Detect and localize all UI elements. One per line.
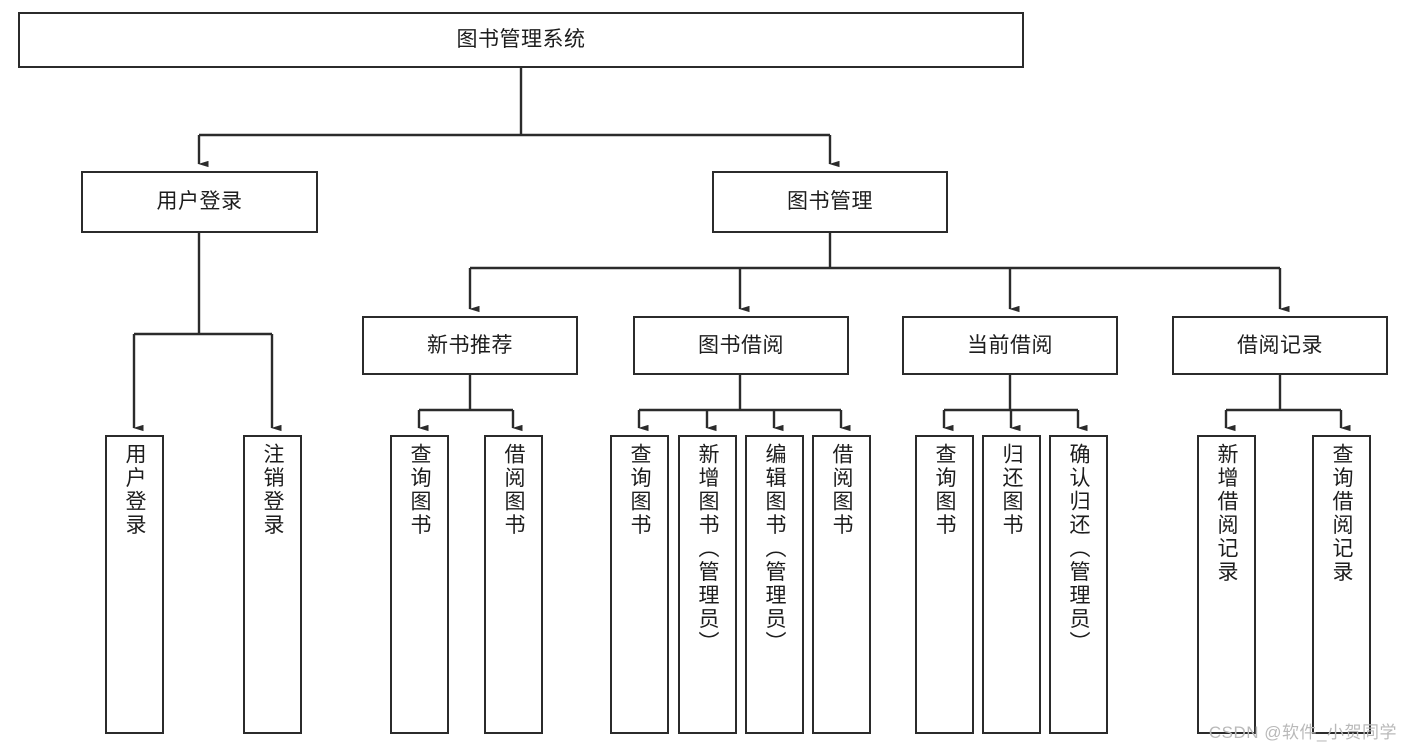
- node-root-system[interactable]: 图书管理系统: [18, 12, 1024, 68]
- leaf-book-borrow-1-label: 新增图书（管理员）: [696, 443, 719, 655]
- leaf-borrow-record-0-label: 新增借阅记录: [1215, 443, 1238, 584]
- leaf-borrow-record-1[interactable]: 查询借阅记录: [1312, 435, 1371, 734]
- leaf-current-borrow-1[interactable]: 归还图书: [982, 435, 1041, 734]
- leaf-user-login-1[interactable]: 注销登录: [243, 435, 302, 734]
- leaf-new-book-rec-0[interactable]: 查询图书: [390, 435, 449, 734]
- node-root-system-label: 图书管理系统: [456, 28, 586, 52]
- leaf-borrow-record-1-label: 查询借阅记录: [1330, 443, 1353, 584]
- leaf-borrow-record-0[interactable]: 新增借阅记录: [1197, 435, 1256, 734]
- leaf-current-borrow-0[interactable]: 查询图书: [915, 435, 974, 734]
- leaf-new-book-rec-1-label: 借阅图书: [502, 443, 525, 537]
- leaf-book-borrow-3[interactable]: 借阅图书: [812, 435, 871, 734]
- leaf-current-borrow-2[interactable]: 确认归还（管理员）: [1049, 435, 1108, 734]
- node-borrow-record-label: 借阅记录: [1237, 333, 1323, 357]
- leaf-user-login-0-label: 用户登录: [123, 443, 146, 537]
- node-user-login-label: 用户登录: [156, 190, 243, 214]
- leaf-book-borrow-0-label: 查询图书: [628, 443, 651, 537]
- leaf-book-borrow-2-label: 编辑图书（管理员）: [763, 443, 786, 655]
- node-book-borrow-label: 图书借阅: [698, 333, 784, 357]
- leaf-current-borrow-2-label: 确认归还（管理员）: [1067, 443, 1090, 655]
- leaf-user-login-0[interactable]: 用户登录: [105, 435, 164, 734]
- node-new-book-rec[interactable]: 新书推荐: [362, 316, 578, 375]
- leaf-user-login-1-label: 注销登录: [261, 443, 284, 537]
- leaf-current-borrow-0-label: 查询图书: [933, 443, 956, 537]
- leaf-new-book-rec-1[interactable]: 借阅图书: [484, 435, 543, 734]
- node-borrow-record[interactable]: 借阅记录: [1172, 316, 1388, 375]
- node-user-login[interactable]: 用户登录: [81, 171, 318, 233]
- leaf-book-borrow-2[interactable]: 编辑图书（管理员）: [745, 435, 804, 734]
- node-book-manage-label: 图书管理: [787, 190, 873, 214]
- node-new-book-rec-label: 新书推荐: [427, 333, 513, 357]
- node-current-borrow-label: 当前借阅: [967, 333, 1053, 357]
- node-book-manage[interactable]: 图书管理: [712, 171, 948, 233]
- leaf-book-borrow-1[interactable]: 新增图书（管理员）: [678, 435, 737, 734]
- leaf-book-borrow-0[interactable]: 查询图书: [610, 435, 669, 734]
- leaf-new-book-rec-0-label: 查询图书: [408, 443, 431, 537]
- leaf-current-borrow-1-label: 归还图书: [1000, 443, 1023, 537]
- csdn-watermark: CSDN @软件_小贺同学: [1208, 723, 1397, 742]
- node-current-borrow[interactable]: 当前借阅: [902, 316, 1118, 375]
- leaf-book-borrow-3-label: 借阅图书: [830, 443, 853, 537]
- node-book-borrow[interactable]: 图书借阅: [633, 316, 849, 375]
